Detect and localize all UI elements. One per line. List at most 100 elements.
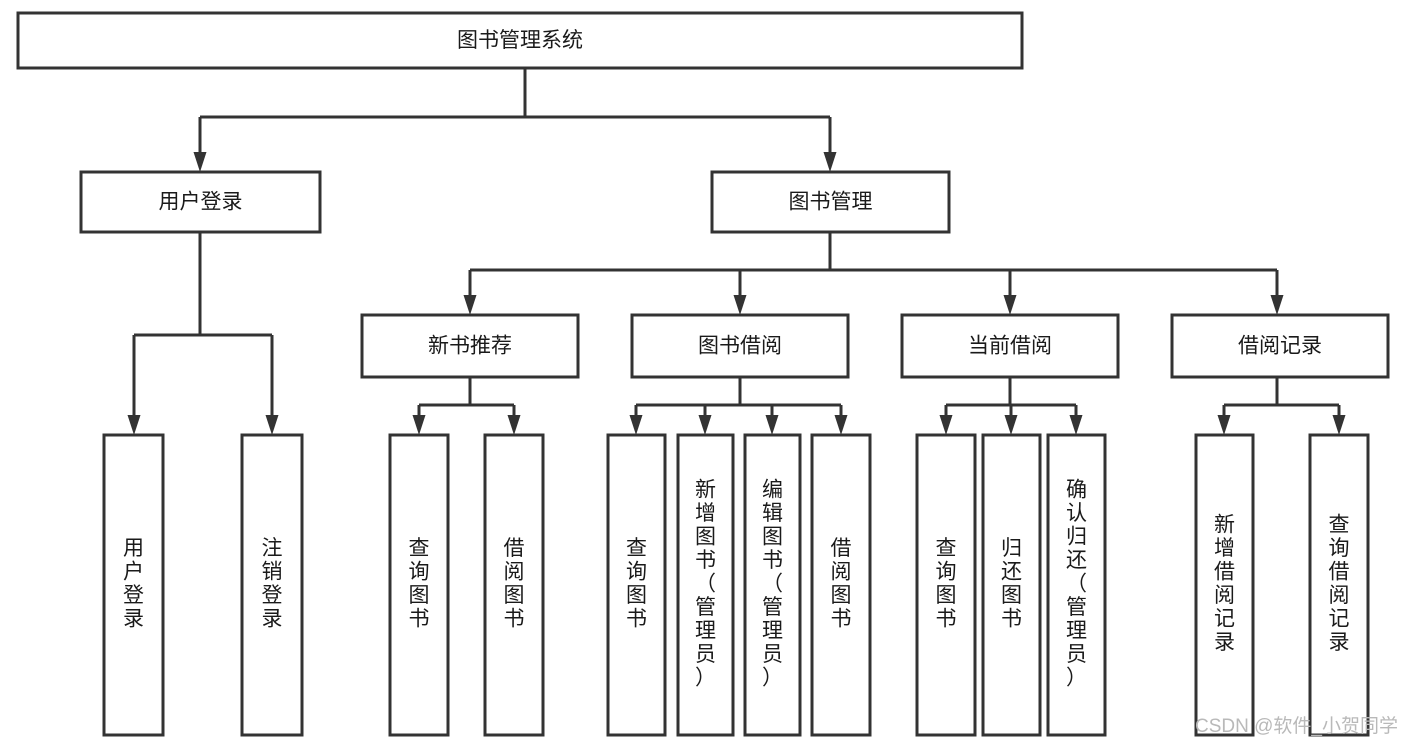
node-box <box>16 11 1024 70</box>
node-book-borrow[interactable]: 图书借阅 <box>630 313 850 379</box>
node-box <box>240 433 304 737</box>
node-label-char: 认 <box>1066 502 1087 525</box>
node-label-char: 询 <box>409 561 430 584</box>
node-leaf-add-record[interactable]: 新增借阅记录 <box>1194 433 1255 737</box>
node-label-char: 阅 <box>1329 584 1350 607</box>
arrow-head-icon <box>412 415 426 435</box>
node-box <box>360 313 580 379</box>
node-leaf-borrow-book-1[interactable]: 借阅图书 <box>483 433 545 737</box>
node-layer: 图书管理系统用户登录图书管理新书推荐图书借阅当前借阅借阅记录用户登录注销登录查询… <box>16 11 1390 737</box>
node-label-char: 书 <box>695 549 716 572</box>
node-label-char: 书 <box>831 608 852 631</box>
node-label: 查询图书 <box>409 537 430 631</box>
node-leaf-query-book-2[interactable]: 查询图书 <box>606 433 667 737</box>
node-box <box>710 170 951 234</box>
node-leaf-add-book[interactable]: 新增图书（管理员） <box>676 433 735 737</box>
node-label-char: 新 <box>695 478 716 501</box>
node-label-char: 理 <box>695 619 716 642</box>
node-leaf-query-book-1[interactable]: 查询图书 <box>388 433 450 737</box>
node-label-char: 图 <box>936 584 957 607</box>
node-label-char: 书 <box>1001 608 1022 631</box>
node-box <box>388 433 450 737</box>
node-label-char: 记 <box>1329 608 1350 631</box>
arrow-head-icon <box>1270 295 1284 315</box>
node-label: 注销登录 <box>262 537 283 631</box>
node-label-char: 编 <box>762 478 783 501</box>
connector-group-book-borrow-children <box>629 377 848 435</box>
node-borrow-record[interactable]: 借阅记录 <box>1170 313 1390 379</box>
node-label-char: 图 <box>504 584 525 607</box>
node-label-char: ） <box>695 666 716 689</box>
node-label: 用户登录 <box>159 191 243 214</box>
node-label-char: 询 <box>1329 537 1350 560</box>
node-user-login[interactable]: 用户登录 <box>79 170 322 234</box>
node-label-char: 阅 <box>1214 584 1235 607</box>
node-label-char: 查 <box>1329 514 1350 537</box>
node-label-char: 录 <box>123 608 144 631</box>
connector-group-book-manage-children <box>463 232 1284 315</box>
node-label-char: 借 <box>504 537 525 560</box>
arrow-head-icon <box>823 152 837 172</box>
node-root[interactable]: 图书管理系统 <box>16 11 1024 70</box>
node-label-char: 图 <box>409 584 430 607</box>
node-leaf-confirm-return[interactable]: 确认归还（管理员） <box>1046 433 1107 737</box>
arrow-head-icon <box>1069 415 1083 435</box>
node-box <box>79 170 322 234</box>
node-label-char: 户 <box>123 561 144 584</box>
node-label: 借阅图书 <box>831 537 852 631</box>
node-box <box>483 433 545 737</box>
node-leaf-user-login[interactable]: 用户登录 <box>102 433 165 737</box>
node-label: 图书借阅 <box>698 335 782 358</box>
arrow-head-icon <box>629 415 643 435</box>
node-label-char: 新 <box>1214 514 1235 537</box>
node-box <box>606 433 667 737</box>
node-leaf-query-book-3[interactable]: 查询图书 <box>915 433 977 737</box>
node-box <box>810 433 872 737</box>
arrow-head-icon <box>1217 415 1231 435</box>
node-box <box>900 313 1120 379</box>
node-label-char: 注 <box>262 537 283 560</box>
node-current-borrow[interactable]: 当前借阅 <box>900 313 1120 379</box>
node-new-book-rec[interactable]: 新书推荐 <box>360 313 580 379</box>
node-box <box>1308 433 1370 737</box>
node-label-char: 阅 <box>831 561 852 584</box>
node-box <box>1046 433 1107 737</box>
node-book-manage[interactable]: 图书管理 <box>710 170 951 234</box>
node-label-char: （ <box>1066 572 1087 595</box>
node-leaf-edit-book[interactable]: 编辑图书（管理员） <box>743 433 802 737</box>
arrow-head-icon <box>1003 295 1017 315</box>
node-label: 查询图书 <box>936 537 957 631</box>
node-label-char: 增 <box>1214 537 1235 560</box>
node-label-char: 理 <box>1066 619 1087 642</box>
node-leaf-query-record[interactable]: 查询借阅记录 <box>1308 433 1370 737</box>
node-label: 查询借阅记录 <box>1329 514 1350 655</box>
node-label-char: 书 <box>762 549 783 572</box>
node-box <box>630 313 850 379</box>
node-label-char: ） <box>1066 666 1087 689</box>
node-label-char: 借 <box>1329 561 1350 584</box>
node-label-char: 查 <box>626 537 647 560</box>
node-box <box>981 433 1042 737</box>
node-label-char: 图 <box>695 525 716 548</box>
node-label-char: 员 <box>762 643 783 666</box>
node-leaf-user-logout[interactable]: 注销登录 <box>240 433 304 737</box>
arrow-head-icon <box>463 295 477 315</box>
node-label: 编辑图书（管理员） <box>762 478 783 689</box>
node-label: 借阅记录 <box>1238 335 1322 358</box>
node-leaf-return-book[interactable]: 归还图书 <box>981 433 1042 737</box>
arrow-head-icon <box>193 152 207 172</box>
node-label-char: 录 <box>1329 631 1350 654</box>
node-leaf-borrow-book-2[interactable]: 借阅图书 <box>810 433 872 737</box>
watermark-label: CSDN @软件_小贺同学 <box>1195 715 1398 737</box>
node-label-char: 图 <box>831 584 852 607</box>
node-box <box>102 433 165 737</box>
node-label-char: 询 <box>936 561 957 584</box>
node-label-char: 查 <box>409 537 430 560</box>
node-label-char: （ <box>695 572 716 595</box>
node-label-char: 借 <box>831 537 852 560</box>
node-label-char: 录 <box>1214 631 1235 654</box>
node-label-char: 管 <box>1066 596 1087 619</box>
node-label-char: 登 <box>123 584 144 607</box>
node-label-char: 管 <box>762 596 783 619</box>
